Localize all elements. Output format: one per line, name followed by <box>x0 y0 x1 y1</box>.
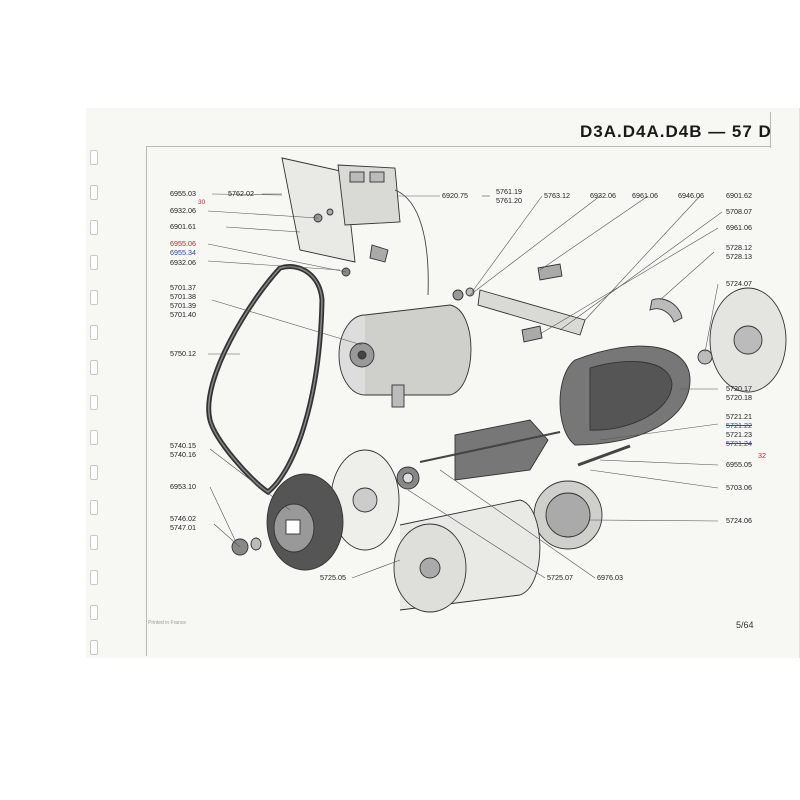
part-label: 5721.22 <box>726 421 752 430</box>
part-label: 5708.07 <box>726 207 752 216</box>
part-label: 5747.01 <box>170 523 196 532</box>
part-label: 5728.12 <box>726 243 752 252</box>
part-label: 6955.05 <box>726 460 752 469</box>
part-label: 6901.62 <box>726 191 752 200</box>
part-label: 5701.40 <box>170 310 196 319</box>
handwritten-note: 30 <box>198 199 206 206</box>
part-label: 5721.21 <box>726 412 752 421</box>
part-label: 5701.39 <box>170 301 196 310</box>
wire <box>394 189 429 296</box>
part-label: 6953.10 <box>170 482 196 491</box>
frame-rule-right <box>770 112 771 148</box>
part-label: 5761.19 <box>496 187 522 196</box>
punch-hole <box>90 360 98 375</box>
mounting-bracket <box>281 157 356 263</box>
punch-hole <box>90 255 98 270</box>
part-label: 5721.23 <box>726 430 752 439</box>
punch-hole <box>90 535 98 550</box>
part-label: 5721.24 <box>726 439 752 448</box>
part-label: 6961.06 <box>632 191 658 200</box>
handwritten-note: 32 <box>758 451 766 460</box>
part-label: 5750.12 <box>170 349 196 358</box>
part-label: 5763.12 <box>544 191 570 200</box>
part-label: 5761.20 <box>496 196 522 205</box>
part-label: 5725.05 <box>320 573 346 582</box>
lock-washer <box>250 537 262 551</box>
part-label: 6932.06 <box>590 191 616 200</box>
part-label: 6961.06 <box>726 223 752 232</box>
through-bolt <box>577 444 631 467</box>
part-label: 5762.02 <box>228 189 254 198</box>
part-label: 5701.38 <box>170 292 196 301</box>
part-label: 6932.06 <box>170 258 196 267</box>
part-label: 5720.18 <box>726 393 752 402</box>
part-label: 6976.03 <box>597 573 623 582</box>
part-label: 5724.06 <box>726 516 752 525</box>
part-label: 6932.06 <box>170 206 196 215</box>
printed-note: Printed in France <box>148 620 187 626</box>
bolt <box>369 244 389 263</box>
punch-hole <box>90 220 98 235</box>
punch-hole <box>90 150 98 165</box>
fan-belt <box>206 264 325 496</box>
handwritten-note: 6955.34 <box>170 248 196 257</box>
frame-rule-left <box>146 146 147 656</box>
frame-rule-top <box>146 146 770 147</box>
punch-hole <box>90 500 98 515</box>
punch-hole <box>90 395 98 410</box>
punch-hole <box>90 290 98 305</box>
bush <box>697 349 713 365</box>
part-label: 5740.16 <box>170 450 196 459</box>
part-label: 6955.03 <box>170 189 196 198</box>
part-label: 5728.13 <box>726 252 752 261</box>
punch-hole <box>90 185 98 200</box>
part-label: 5701.37 <box>170 283 196 292</box>
page-title: D3A.D4A.D4B — 57 D <box>580 122 772 141</box>
part-label: 6955.06 <box>170 239 196 248</box>
part-label: 5725.07 <box>547 573 573 582</box>
part-label: 6946.06 <box>678 191 704 200</box>
part-label: 5703.06 <box>726 483 752 492</box>
punch-hole <box>90 605 98 620</box>
punch-hole <box>90 570 98 585</box>
punch-hole <box>90 430 98 445</box>
part-label: 5746.02 <box>170 514 196 523</box>
punch-hole <box>90 640 98 655</box>
spring-clip <box>649 298 683 323</box>
part-label: 5720.17 <box>726 384 752 393</box>
punch-hole <box>90 465 98 480</box>
punch-hole <box>90 325 98 340</box>
regulator-box <box>337 164 401 226</box>
part-label: 5740.15 <box>170 441 196 450</box>
armature <box>454 419 549 481</box>
page-number: 5/64 <box>736 620 754 630</box>
adjust-bolt <box>537 263 563 281</box>
tension-link <box>477 289 586 336</box>
part-label: 6901.61 <box>170 222 196 231</box>
dynamo-body <box>364 304 472 396</box>
part-label: 5724.07 <box>726 279 752 288</box>
part-label: 6920.75 <box>442 191 468 200</box>
